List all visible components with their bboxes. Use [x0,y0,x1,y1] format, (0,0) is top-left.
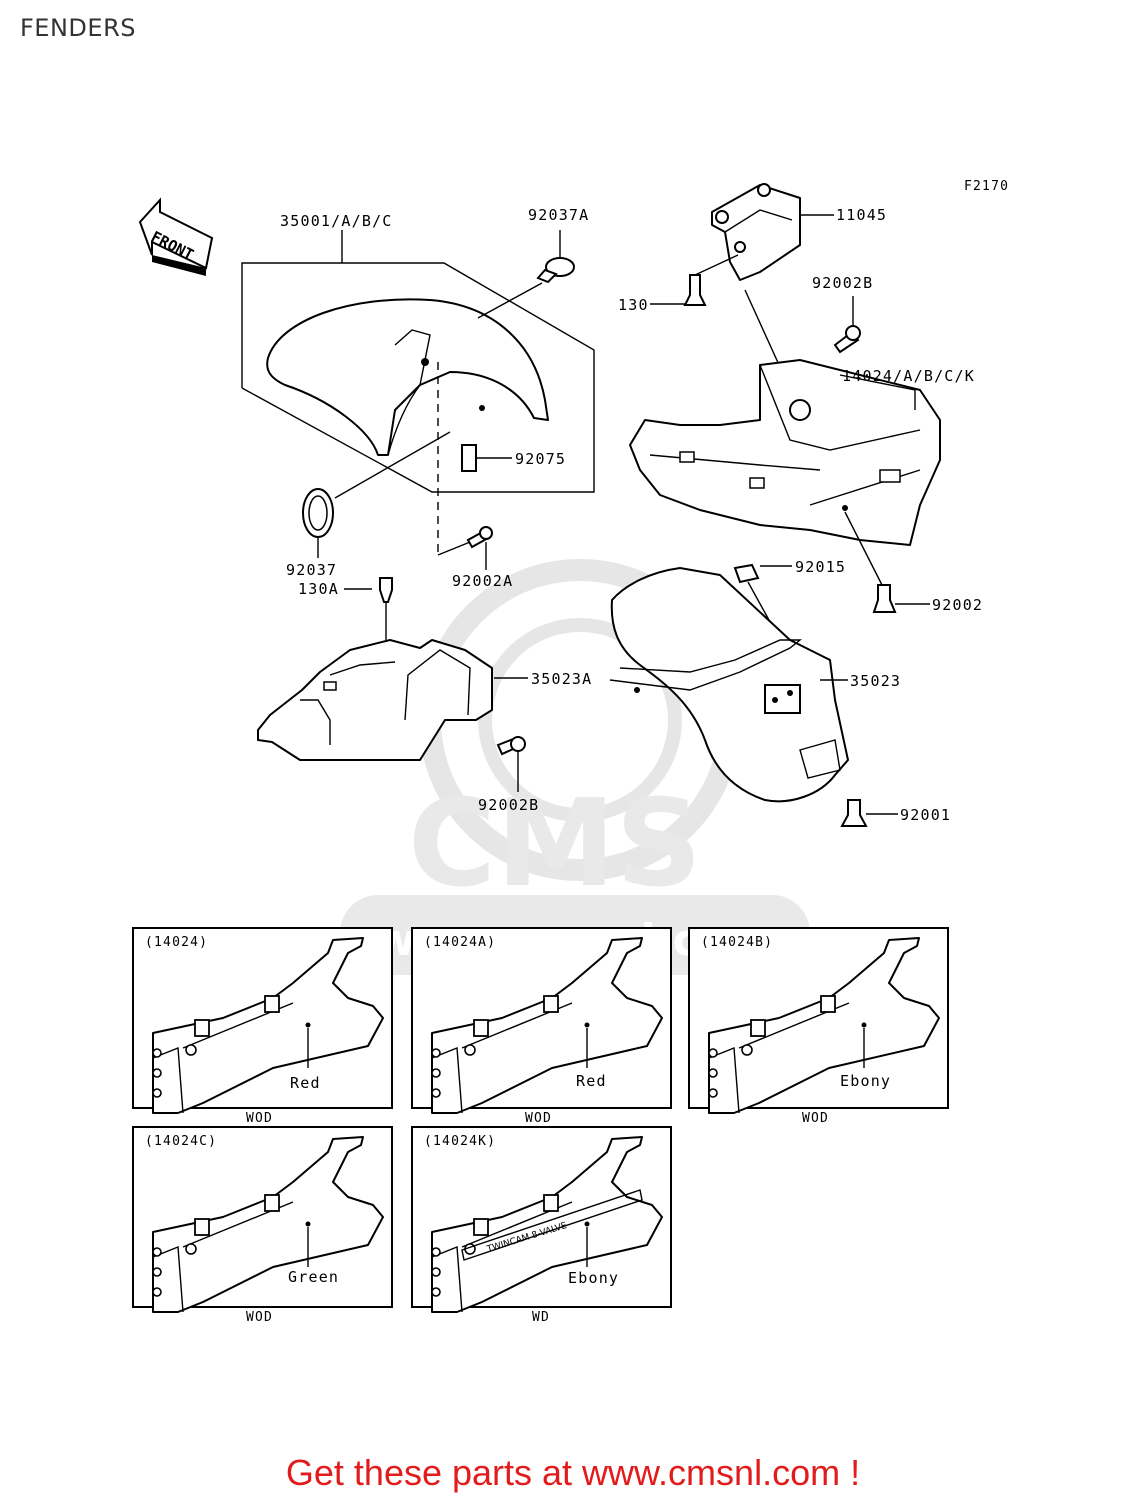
variant-code: (14024K) [424,1134,496,1149]
label-92002B-bottom: 92002B [478,796,539,814]
label-35023A: 35023A [531,670,592,688]
variant-14024C: (14024C) Green WOD [132,1126,393,1325]
variant-color: Green [288,1268,339,1286]
label-11045: 11045 [836,206,887,224]
variant-14024K: TWINCAM 8-VALVE (14024K) Ebony WD [411,1126,672,1325]
variant-color: Ebony [568,1269,619,1287]
variant-code: (14024C) [145,1134,217,1149]
inner-fender-group [257,577,528,792]
label-92002: 92002 [932,596,983,614]
variant-model: WOD [525,1111,552,1126]
front-fender-group [241,230,595,570]
variant-model: WD [532,1310,550,1325]
variant-color: Red [576,1072,607,1090]
label-92037A: 92037A [528,206,589,224]
variant-color: Ebony [840,1072,891,1090]
label-92002B-top: 92002B [812,274,873,292]
watermark-logo-text: CMS [408,775,702,914]
label-35023: 35023 [850,672,901,690]
label-92015: 92015 [795,558,846,576]
variant-model: WOD [802,1111,829,1126]
front-arrow: FRONT [138,197,214,276]
label-92075: 92075 [515,450,566,468]
variant-code: (14024) [145,935,208,950]
label-92002A: 92002A [452,572,513,590]
page-title: FENDERS [20,14,136,42]
variant-14024A: (14024A) Red WOD [411,927,672,1126]
variant-model: WOD [246,1111,273,1126]
rear-fender-group [609,563,898,827]
figure-id: F2170 [964,179,1009,194]
label-35001: 35001/A/B/C [280,212,393,230]
label-130: 130 [618,296,649,314]
variant-color: Red [290,1074,321,1092]
variant-code: (14024B) [701,935,773,950]
label-14024: 14024/A/B/C/K [842,367,975,385]
variant-14024B: (14024B) Ebony WOD [688,927,949,1126]
variant-code: (14024A) [424,935,496,950]
variant-14024: (14024) Red WOD [132,927,393,1126]
label-130A: 130A [298,580,339,598]
clip-92037A-part [536,257,575,284]
seat-cowl-group [629,183,941,613]
label-92037: 92037 [286,561,337,579]
footer-cta-link[interactable]: Get these parts at www.cmsnl.com ! [285,1452,861,1493]
variant-model: WOD [246,1310,273,1325]
label-92001: 92001 [900,806,951,824]
